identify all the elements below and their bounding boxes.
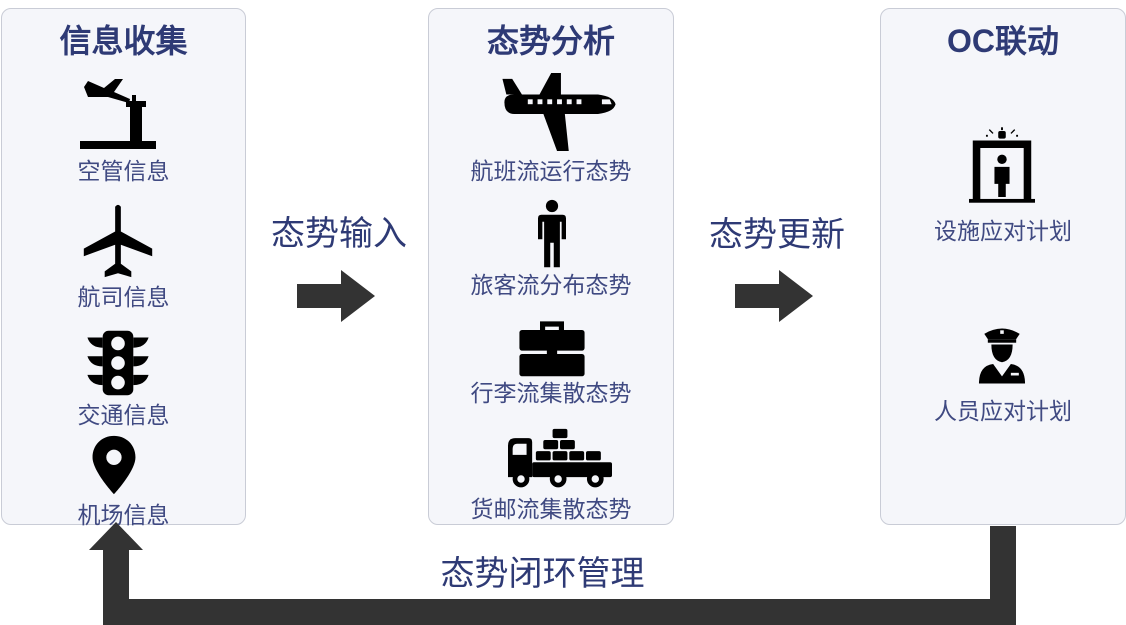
situation-analysis-title: 态势分析 (486, 22, 615, 60)
flight-flow-label: 航班流运行态势 (470, 159, 632, 185)
passenger-flow-label: 旅客流分布态势 (470, 273, 632, 299)
cargo-truck-icon (508, 428, 612, 488)
oc-linkage-panel: OC联动 设施应对计划 人员应对计划 (880, 8, 1126, 525)
person-icon (538, 199, 566, 268)
officer-icon (978, 328, 1026, 384)
info-collection-title: 信息收集 (59, 22, 188, 60)
atc-info-label: 空管信息 (77, 159, 170, 185)
traffic-light-icon (87, 330, 149, 396)
facility-plan-label: 设施应对计划 (934, 219, 1072, 245)
jet-icon (502, 73, 616, 151)
map-pin-icon (92, 435, 136, 495)
situation-update-label: 态势更新 (709, 215, 845, 255)
closed-loop-label: 态势闭环管理 (440, 554, 645, 594)
airline-info-label: 航司信息 (77, 285, 170, 311)
traffic-info-label: 交通信息 (77, 403, 170, 429)
security-gate-icon (969, 127, 1035, 203)
control-tower-icon (80, 79, 156, 149)
baggage-flow-label: 行李流集散态势 (470, 381, 632, 407)
cargo-flow-label: 货邮流集散态势 (470, 497, 632, 523)
situation-analysis-panel: 态势分析 航班流运行态势 旅客流分布态势 (428, 8, 674, 525)
suitcase-icon (519, 321, 585, 377)
airport-info-label: 机场信息 (77, 503, 170, 529)
oc-linkage-title: OC联动 (946, 23, 1059, 59)
update-arrow-icon (735, 270, 813, 322)
input-arrow-icon (297, 270, 375, 322)
airplane-icon (83, 204, 153, 278)
staff-plan-label: 人员应对计划 (934, 399, 1072, 425)
situation-input-label: 态势输入 (271, 214, 407, 254)
info-collection-panel: 信息收集 空管信息 航司信息 交通信息 (1, 8, 246, 529)
